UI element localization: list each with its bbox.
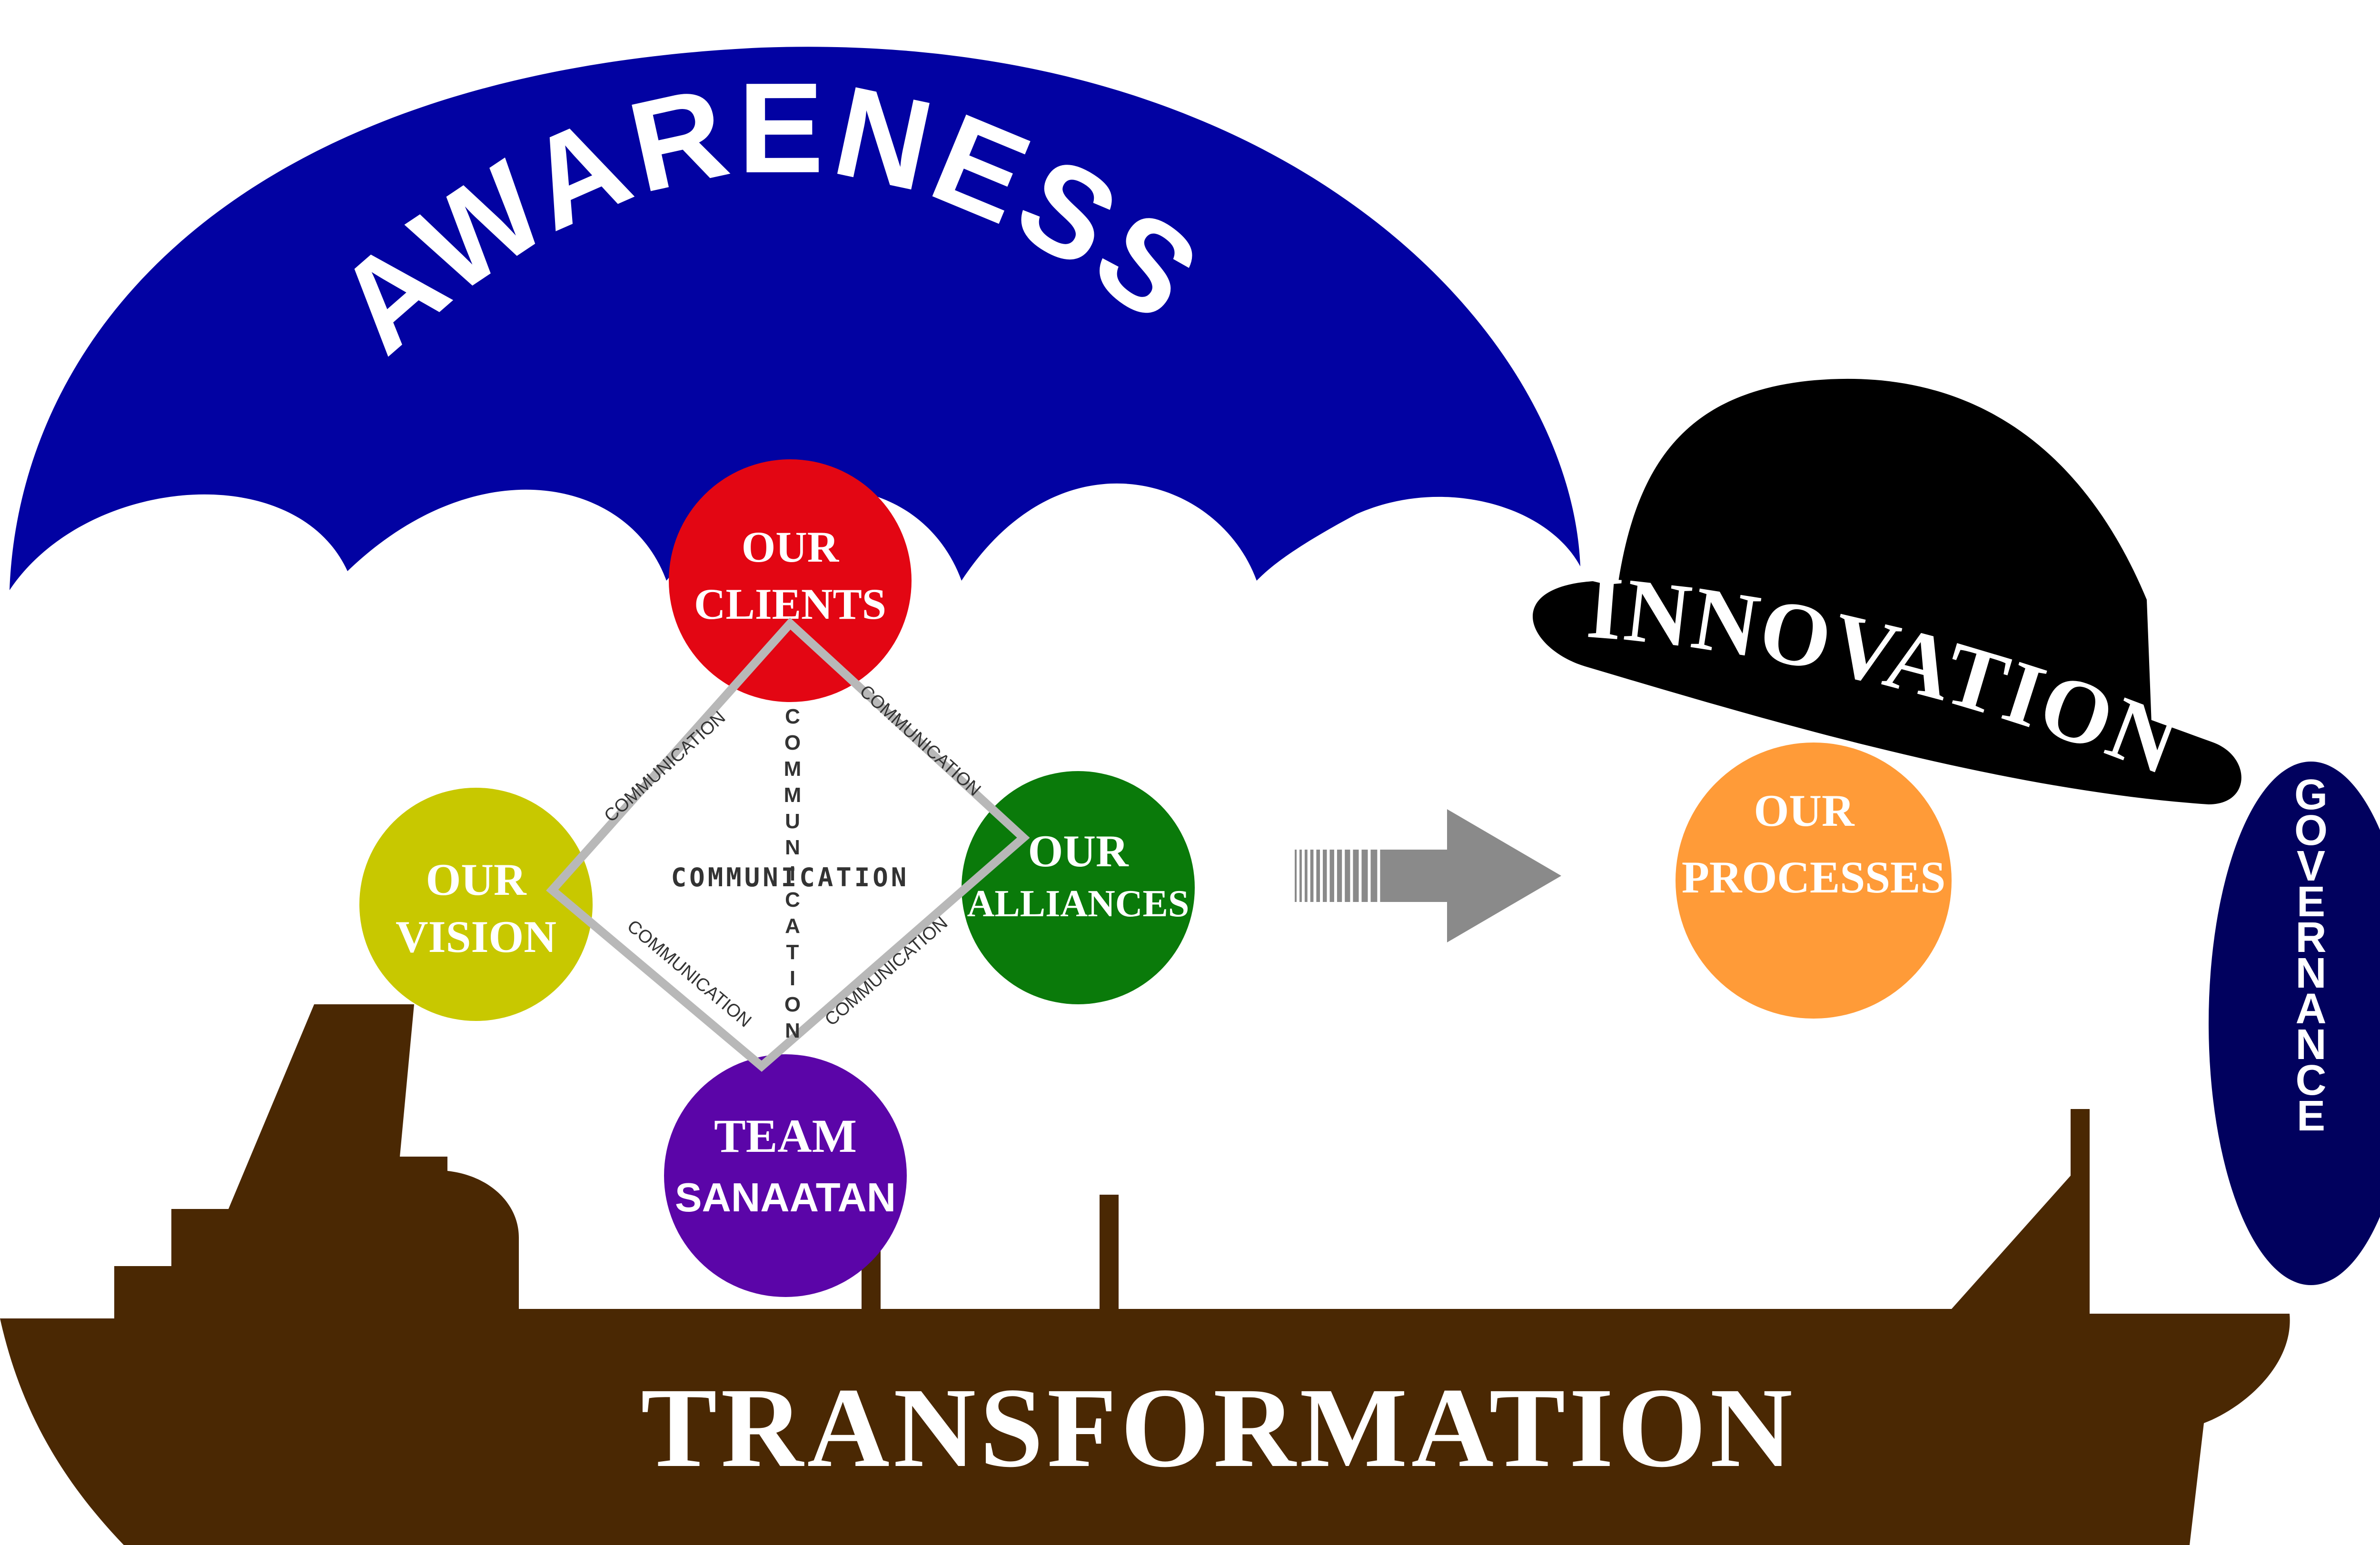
arrow-stripe	[1353, 850, 1359, 902]
node-alliances: OUR ALLIANCES	[962, 771, 1195, 1004]
clients-circle	[669, 459, 912, 702]
hat-brim	[1533, 581, 2241, 804]
team-line1: TEAM	[714, 1109, 857, 1162]
comm-edge-bottom-right: COMMUNICATION	[821, 913, 952, 1030]
transformation-label: TRANSFORMATION	[641, 1364, 1796, 1491]
vision-circle	[359, 788, 593, 1021]
arrow-stripe	[1361, 850, 1368, 902]
processes-line1: OUR	[1754, 785, 1855, 836]
processes-circle	[1676, 743, 1952, 1019]
clients-line1: OUR	[742, 523, 840, 571]
node-processes: OUR PROCESSES	[1676, 743, 1952, 1019]
arrow-stripe	[1337, 850, 1342, 902]
governance-ellipse	[2209, 762, 2380, 1285]
node-vision: OUR VISION	[359, 788, 593, 1021]
comm-edge-top-right: COMMUNICATION	[856, 681, 985, 800]
arrow-head	[1447, 809, 1561, 942]
innovation-hat: INNOVATION	[1533, 378, 2241, 804]
arrow-stripe	[1310, 850, 1314, 902]
comm-edge-bottom-left: COMMUNICATION	[623, 916, 755, 1031]
comm-edge-top-left: COMMUNICATION	[601, 707, 730, 826]
arrow-stripe	[1295, 850, 1297, 902]
arrow-stripe	[1329, 850, 1334, 902]
arrow-stripe	[1370, 850, 1378, 902]
node-clients: OUR CLIENTS	[669, 459, 912, 702]
arrow-stripe	[1304, 850, 1308, 902]
vision-line1: OUR	[426, 854, 527, 905]
processes-line2: PROCESSES	[1682, 852, 1945, 902]
node-team: TEAM SANAATAN	[664, 1054, 907, 1297]
arrow-stripe	[1323, 850, 1327, 902]
flow-arrow	[1295, 809, 1561, 942]
arrow-stripe	[1299, 850, 1302, 902]
vision-line2: VISION	[396, 911, 556, 962]
team-line2: SANAATAN	[675, 1175, 896, 1220]
alliances-line1: OUR	[1028, 826, 1129, 876]
comm-center-horizontal: COMMUNICATION	[671, 862, 910, 892]
arrow-shaft	[1380, 850, 1449, 902]
ship-body	[0, 1004, 2290, 1545]
arrow-stripe	[1345, 850, 1350, 902]
arrow-stripe	[1316, 850, 1320, 902]
transformation-ship: TRANSFORMATION	[0, 1004, 2290, 1545]
umbrella-canopy	[10, 47, 1580, 590]
team-circle	[664, 1054, 907, 1297]
awareness-umbrella: AWARENESS	[10, 47, 1580, 590]
alliances-line2: ALLIANCES	[967, 883, 1190, 925]
diamond-outline	[546, 617, 1030, 1072]
